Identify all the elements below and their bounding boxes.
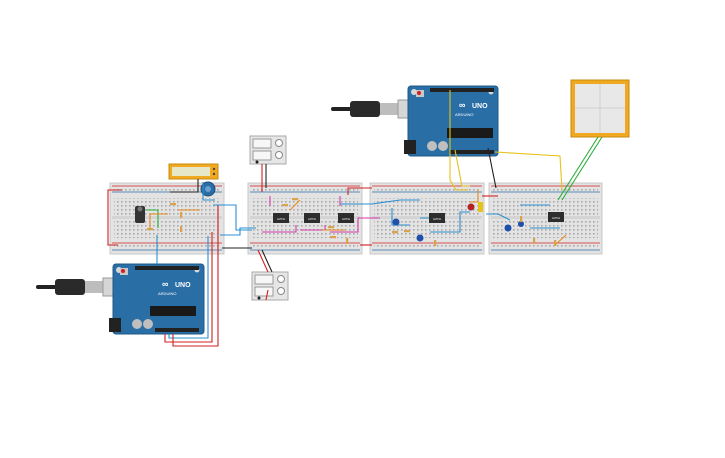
ic-label: LM741: [277, 217, 285, 221]
display-panel[interactable]: [570, 79, 630, 138]
ic-chip-4[interactable]: LM741: [429, 213, 445, 223]
power-supply-icon[interactable]: [251, 271, 289, 301]
usb-cable-icon: [36, 277, 126, 297]
ic-label: LM741: [342, 217, 350, 221]
ic-label: LM741: [308, 217, 316, 221]
arduino-uno-top[interactable]: ∞ UNO ARDUINO: [331, 85, 499, 157]
arduino-uno-bottom[interactable]: ∞ UNO ARDUINO: [36, 263, 205, 335]
breadboard-4[interactable]: [488, 182, 603, 255]
potentiometer-icon[interactable]: [200, 181, 216, 197]
resistors: [147, 198, 557, 246]
board-brand-label: ARDUINO: [158, 291, 176, 296]
servo-icon[interactable]: [135, 206, 145, 223]
lcd-module-small[interactable]: [168, 163, 219, 180]
ic-label: LM741: [552, 216, 560, 220]
arduino-logo-icon: ∞: [162, 279, 169, 289]
capacitor-icon[interactable]: [392, 218, 400, 226]
capacitor-icon[interactable]: [416, 234, 424, 242]
led-icon[interactable]: [467, 202, 484, 212]
ic-label: LM741: [433, 217, 441, 221]
wires: [107, 90, 603, 347]
arduino-logo-icon: ∞: [459, 100, 466, 110]
ic-chip-5[interactable]: LM741: [548, 212, 564, 222]
ic-chip-3[interactable]: LM741: [338, 213, 354, 223]
ic-chip-2[interactable]: LM741: [304, 213, 320, 223]
capacitor-icon[interactable]: [518, 221, 524, 227]
ic-chip-1[interactable]: LM741: [273, 213, 289, 223]
board-model-label: UNO: [175, 282, 191, 289]
capacitor-icon[interactable]: [504, 224, 512, 232]
power-supply-icon[interactable]: [249, 135, 287, 165]
board-model-label: UNO: [472, 103, 488, 110]
board-brand-label: ARDUINO: [455, 112, 473, 117]
usb-cable-icon: [331, 99, 421, 119]
